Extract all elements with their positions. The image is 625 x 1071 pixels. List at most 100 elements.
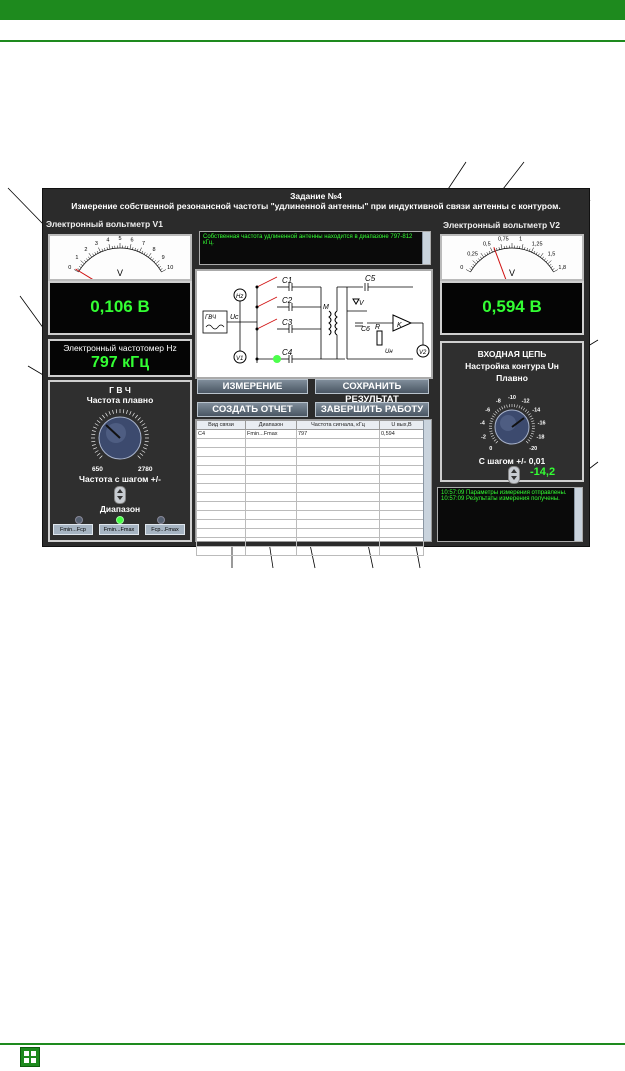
- meter-tick: [88, 257, 90, 259]
- meter-tick: [532, 248, 534, 253]
- table-row[interactable]: [197, 529, 424, 538]
- table-row[interactable]: [197, 466, 424, 475]
- frequency-meter-label: Электронный частотомер Hz: [50, 343, 190, 353]
- knob-tick: [91, 441, 95, 442]
- dial-tick: [504, 405, 505, 408]
- top-header-bar: [0, 0, 625, 20]
- input-circuit-subtitle: Настройка контура Uн: [442, 361, 582, 371]
- range-led-3: [157, 516, 165, 524]
- step-up-icon[interactable]: [117, 489, 123, 493]
- range-button-low[interactable]: Fmin...Fср: [53, 524, 93, 535]
- range-button-full[interactable]: Fmin...Fmax: [99, 524, 139, 535]
- table-cell: [197, 520, 246, 529]
- measure-button[interactable]: ИЗМЕРЕНИЕ: [197, 379, 308, 394]
- meter-tick: [540, 253, 543, 257]
- dial-tick-label: -20: [529, 446, 537, 452]
- table-cell: [297, 529, 380, 538]
- meter-tick: [150, 257, 152, 259]
- table-row[interactable]: [197, 511, 424, 520]
- meter-tick: [148, 253, 151, 257]
- message-text: Собственная частота удлиненной антенны н…: [203, 234, 421, 246]
- circuit-label: M: [323, 304, 329, 311]
- meter-needle: [76, 269, 120, 279]
- table-row[interactable]: [197, 484, 424, 493]
- create-report-button[interactable]: СОЗДАТЬ ОТЧЕТ: [197, 402, 308, 417]
- tuning-up-icon[interactable]: [511, 469, 517, 473]
- dial-tick: [496, 441, 498, 443]
- meter-tick-label: 1,5: [548, 251, 556, 257]
- circuit-label: C4: [282, 348, 293, 357]
- finish-work-button[interactable]: ЗАВЕРШИТЬ РАБОТУ: [315, 402, 429, 417]
- table-cell: [197, 448, 246, 457]
- tuning-knob[interactable]: -20-18-16-14-12-10-8-6-4-20: [468, 391, 556, 457]
- table-cell: [197, 511, 246, 520]
- meter-tick-label: 0,5: [483, 242, 491, 248]
- dial-tick: [521, 407, 522, 410]
- meter-tick: [140, 248, 142, 253]
- circuit-node: [256, 328, 259, 331]
- table-cell: [197, 466, 246, 475]
- knob-tick: [130, 411, 132, 415]
- meter-tick-label: 6: [131, 237, 134, 243]
- dial-tick: [517, 405, 518, 408]
- table-cell: [297, 466, 380, 475]
- input-circuit-title: ВХОДНАЯ ЦЕПЬ: [442, 349, 582, 359]
- knob-tick: [92, 444, 96, 445]
- generator-panel: Г В Ч Частота плавно 650 2780 Частота с …: [48, 380, 192, 542]
- meter-tick: [551, 266, 553, 267]
- log-scrollbar[interactable]: [574, 488, 582, 541]
- voltmeter-v1-display: 0,106 В: [48, 281, 192, 335]
- frequency-knob[interactable]: [86, 408, 154, 468]
- meter-tick: [142, 251, 143, 253]
- table-row[interactable]: [197, 538, 424, 547]
- table-row[interactable]: [197, 439, 424, 448]
- knob-tick: [135, 415, 137, 418]
- message-scrollbar[interactable]: [422, 232, 430, 264]
- meter-tick: [107, 247, 108, 249]
- table-cell: [297, 520, 380, 529]
- voltmeter-v1-reading: 0,106 В: [50, 297, 190, 317]
- meter-tick: [132, 247, 133, 249]
- meter-tick: [552, 268, 554, 269]
- meter-tick: [156, 261, 160, 264]
- knob-tick: [144, 430, 148, 431]
- frequency-meter: Электронный частотомер Hz 797 кГц: [48, 339, 192, 377]
- knob-tick: [123, 409, 124, 413]
- meter-tick: [135, 248, 136, 250]
- table-cell: [380, 457, 424, 466]
- table-row[interactable]: [197, 493, 424, 502]
- table-row[interactable]: [197, 502, 424, 511]
- step-down-icon[interactable]: [117, 496, 123, 500]
- table-cell: [246, 502, 297, 511]
- frequency-min-label: 650: [92, 466, 103, 473]
- table-cell: [380, 493, 424, 502]
- knob-tick: [91, 434, 95, 435]
- simulator-window: Задание №4 Измерение собственной резонан…: [42, 188, 590, 547]
- knob-tick: [145, 441, 149, 442]
- meter-tick: [496, 248, 497, 250]
- table-row[interactable]: [197, 475, 424, 484]
- table-scrollbar[interactable]: [423, 420, 431, 541]
- tuning-down-icon[interactable]: [511, 476, 517, 480]
- table-row[interactable]: [197, 520, 424, 529]
- range-button-high[interactable]: Fср...Fmax: [145, 524, 185, 535]
- knob-tick: [93, 448, 97, 450]
- meter-tick: [546, 260, 548, 262]
- table-cell: С4: [197, 430, 246, 439]
- frequency-stepper[interactable]: [114, 486, 126, 504]
- table-row[interactable]: [197, 547, 424, 556]
- tuning-stepper[interactable]: [508, 466, 520, 484]
- meter-tick: [84, 260, 86, 262]
- dial-tick: [490, 421, 493, 422]
- table-row[interactable]: [197, 448, 424, 457]
- table-cell: [297, 538, 380, 547]
- meter-tick-label: 1: [75, 255, 78, 261]
- generator-wave: [206, 325, 224, 329]
- circuit-label: V: [359, 300, 365, 307]
- table-cell: [297, 493, 380, 502]
- table-row[interactable]: [197, 457, 424, 466]
- save-result-button[interactable]: СОХРАНИТЬ РЕЗУЛЬТАТ: [315, 379, 429, 394]
- knob-tick: [138, 456, 141, 459]
- meter-tick: [81, 261, 85, 264]
